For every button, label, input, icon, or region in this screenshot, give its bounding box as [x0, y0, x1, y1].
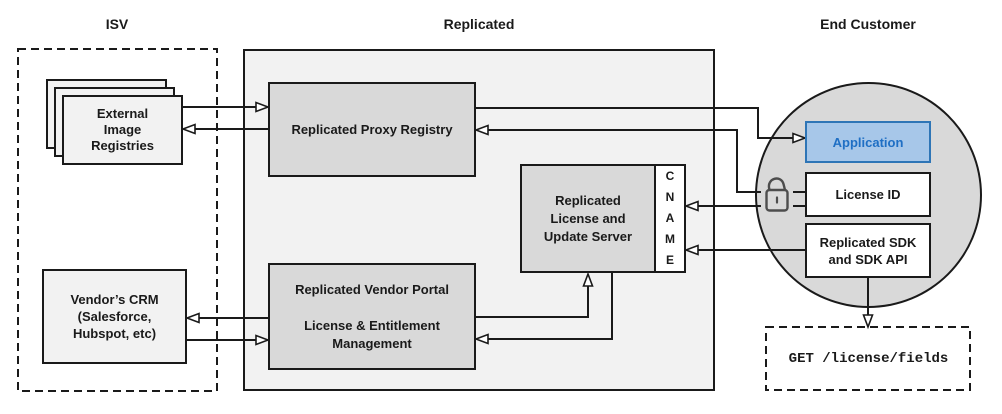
isv-section-title: ISV — [105, 16, 129, 32]
arrow-sdk-to-get — [862, 278, 874, 330]
arrow-registries-to-proxy — [183, 101, 271, 113]
arrow-license-id-to-cname — [683, 200, 805, 212]
external-image-registries: External Image Registries — [62, 95, 183, 165]
get-license-fields-label: GET /license/fields — [788, 351, 949, 367]
replicated-license-and-update-server: Replicated License and Update Server — [520, 164, 656, 273]
arrow-portal-to-license-server — [476, 271, 594, 318]
replicated-vendor-portal: Replicated Vendor Portal License & Entit… — [268, 263, 476, 370]
replicated-sdk-box: Replicated SDK and SDK API — [805, 223, 931, 278]
arrow-license-server-to-portal — [473, 273, 613, 345]
arrow-sdk-to-cname — [683, 244, 805, 256]
lock-open-icon — [765, 177, 789, 212]
vendors-crm: Vendor’s CRM (Salesforce, Hubspot, etc) — [42, 269, 187, 364]
get-license-fields-dashed-box — [765, 326, 971, 391]
application-box: Application — [805, 121, 931, 163]
cname-strip: C N A M E — [654, 164, 686, 273]
end-customer-section-title: End Customer — [820, 16, 916, 32]
isv-dashed-box — [17, 48, 218, 392]
arrow-crm-to-portal — [187, 334, 271, 346]
arrow-license-id-to-proxy — [473, 124, 805, 193]
arrow-proxy-to-registries — [180, 123, 268, 135]
arrow-portal-to-crm — [184, 312, 268, 324]
replicated-section-title: Replicated — [443, 16, 515, 32]
license-id-box: License ID — [805, 172, 931, 217]
arrow-proxy-to-application — [476, 107, 808, 144]
replicated-proxy-registry: Replicated Proxy Registry — [268, 82, 476, 177]
